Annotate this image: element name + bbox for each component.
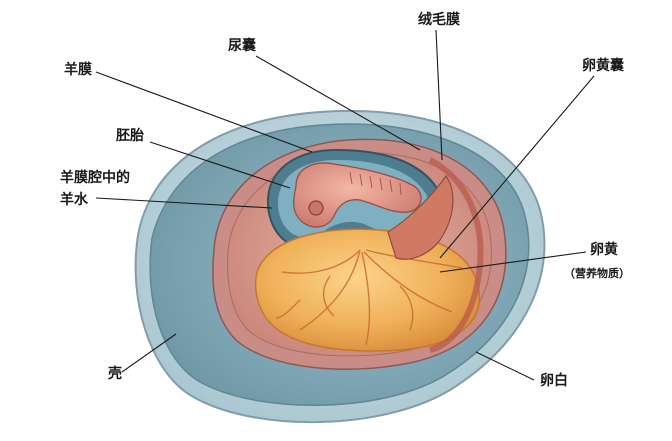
label-chorion: 绒毛膜	[418, 12, 460, 28]
leader-lines	[95, 29, 595, 381]
yolk-stalk	[387, 174, 454, 260]
embryo-eye	[308, 200, 324, 216]
allantois-vessel	[428, 157, 484, 353]
label-allantois: 尿囊	[228, 38, 256, 54]
label-shell: 壳	[108, 366, 122, 382]
label-amniotic-fluid-line2: 羊水	[60, 192, 88, 208]
label-albumen: 卵白	[540, 373, 568, 389]
label-amniotic-fluid-line1: 羊膜腔中的	[60, 170, 130, 186]
label-embryo: 胚胎	[116, 128, 144, 144]
yolk-vessels	[275, 249, 463, 346]
label-yolk: 卵黄	[590, 242, 618, 258]
label-yolk-note: （营养物质）	[564, 267, 630, 280]
label-yolk-sac: 卵黄囊	[582, 58, 624, 74]
label-amnion: 羊膜	[64, 62, 92, 78]
embryo-body	[293, 162, 422, 228]
embryo-segments	[349, 171, 402, 196]
